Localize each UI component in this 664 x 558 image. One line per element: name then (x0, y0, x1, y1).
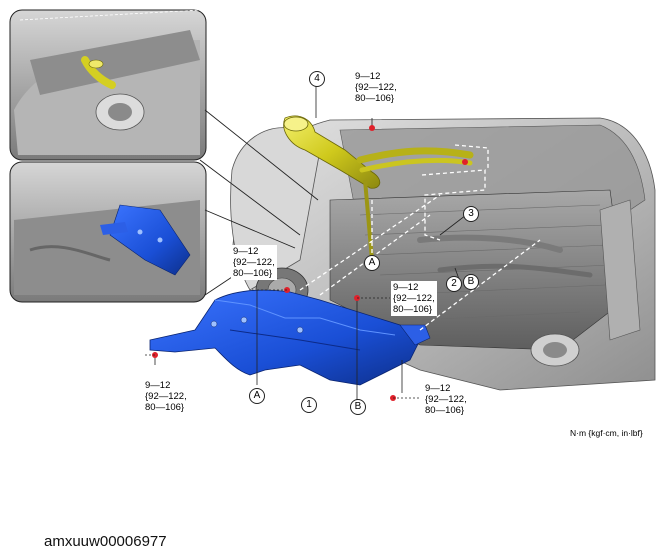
torque-label-bottom-right: 9—12 {92—122, 80—106} (425, 383, 467, 416)
inset-top (9, 9, 207, 161)
callout-part-1: 1 (301, 397, 317, 413)
inset-connectors (199, 109, 319, 296)
mounting-bracket (149, 289, 431, 386)
callout-b-lower: B (350, 399, 366, 415)
inset-bottom (9, 161, 207, 303)
assembly-lines (299, 144, 541, 331)
torque-label-middle-left: 9—12 {92—122, 80—106} (231, 245, 277, 280)
callout-a-upper: A (364, 255, 380, 271)
torque-label-bottom-left: 9—12 {92—122, 80—106} (145, 380, 187, 413)
figure-id: amxuuw00006977 (44, 533, 167, 550)
callout-part-3: 3 (463, 206, 479, 222)
torque-unit-note: N·m {kgf·cm, in·lbf} (570, 428, 643, 438)
torque-label-top: 9—12 {92—122, 80—106} (355, 71, 397, 104)
callout-part-2: 2 (446, 276, 462, 292)
callout-part-4: 4 (309, 71, 325, 87)
dashed-bolt-guides (145, 289, 420, 399)
callout-b-upper: B (463, 274, 479, 290)
filler-neck (283, 115, 474, 261)
torque-label-middle-center: 9—12 {92—122, 80—106} (391, 281, 437, 316)
callout-a-lower: A (249, 388, 265, 404)
